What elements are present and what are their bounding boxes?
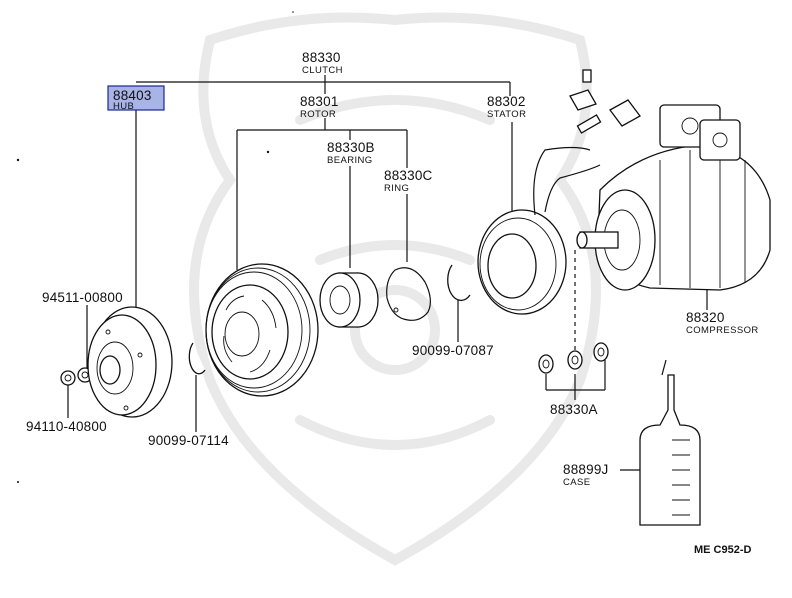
case-part xyxy=(639,359,701,526)
nut-part xyxy=(60,370,76,386)
label-rotor[interactable]: 88301 ROTOR xyxy=(300,94,339,120)
stator-name: STATOR xyxy=(487,109,526,120)
hub-part xyxy=(87,306,173,418)
label-snap-ring-2[interactable]: 90099-07087 xyxy=(412,343,494,358)
case-number: 88899J xyxy=(563,462,609,477)
label-compressor[interactable]: 88320 COMPRESSOR xyxy=(686,310,759,336)
snap-ring-2-part xyxy=(447,264,471,302)
stray-marks xyxy=(16,11,294,483)
stator-part xyxy=(477,114,602,315)
ring-part xyxy=(386,267,431,321)
label-case[interactable]: 88899J CASE xyxy=(563,462,609,488)
hub-highlight-box[interactable] xyxy=(107,85,165,111)
ring-name: RING xyxy=(384,183,409,194)
shim-number: 88330A xyxy=(550,402,598,417)
hub-number: 88403 xyxy=(113,88,152,103)
bearing-number: 88330B xyxy=(327,140,375,155)
rotor-name: ROTOR xyxy=(300,109,336,120)
label-bearing[interactable]: 88330B BEARING xyxy=(327,140,375,166)
snap-ring-1-number: 90099-07114 xyxy=(148,433,229,448)
rotor-part xyxy=(205,263,319,397)
ring-number: 88330C xyxy=(384,168,433,183)
bearing-name: BEARING xyxy=(327,155,373,166)
label-nut[interactable]: 94110-40800 xyxy=(26,419,107,434)
stator-number: 88302 xyxy=(487,94,526,109)
case-name: CASE xyxy=(563,477,590,488)
leader-lines xyxy=(67,75,708,471)
hub-name: HUB xyxy=(113,101,134,112)
drawing-code: ME C952-D xyxy=(694,544,752,556)
clutch-number: 88330 xyxy=(302,50,341,65)
shim-parts xyxy=(538,342,609,374)
label-snap-ring-1[interactable]: 90099-07114 xyxy=(148,433,229,448)
compressor-part xyxy=(569,69,771,291)
clutch-name: CLUTCH xyxy=(302,65,343,76)
snap-ring-1-part xyxy=(188,342,206,375)
label-shim[interactable]: 88330A xyxy=(550,402,598,417)
label-hub[interactable]: 88403 HUB xyxy=(107,85,165,112)
label-stator[interactable]: 88302 STATOR xyxy=(487,94,526,120)
compressor-number: 88320 xyxy=(686,310,725,325)
compressor-name: COMPRESSOR xyxy=(686,325,759,336)
washer-number: 94511-00800 xyxy=(42,290,123,305)
bearing-part xyxy=(319,272,379,328)
snap-ring-2-number: 90099-07087 xyxy=(412,343,494,358)
rotor-number: 88301 xyxy=(300,94,339,109)
nut-number: 94110-40800 xyxy=(26,419,107,434)
watermark-emblem xyxy=(189,12,601,566)
label-ring[interactable]: 88330C RING xyxy=(384,168,433,194)
label-clutch[interactable]: 88330 CLUTCH xyxy=(302,50,343,76)
label-washer[interactable]: 94511-00800 xyxy=(42,290,123,305)
